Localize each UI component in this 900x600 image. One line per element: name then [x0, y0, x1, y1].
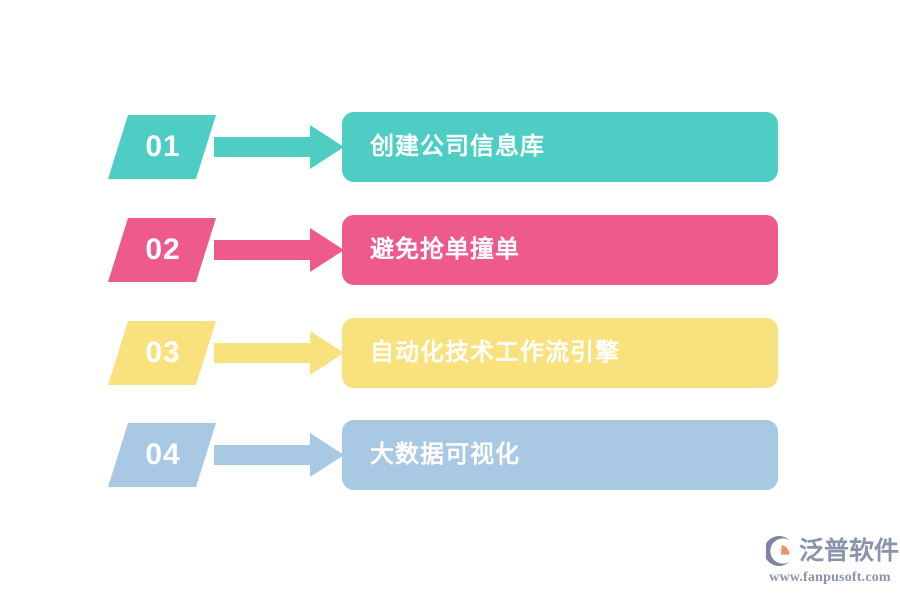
step-number-badge-1[interactable]: 01: [108, 115, 216, 179]
arrow-head-icon: [310, 228, 344, 272]
step-row: 04 大数据可视化: [0, 420, 900, 499]
step-label-box-1[interactable]: 创建公司信息库: [342, 112, 778, 182]
step-label-box-2[interactable]: 避免抢单撞单: [342, 215, 778, 285]
arrow-head-icon: [310, 331, 344, 375]
step-label-text: 避免抢单撞单: [370, 236, 520, 263]
arrow-shaft-icon: [214, 137, 314, 157]
fanpu-logo-icon: [766, 536, 790, 566]
step-arrow-2: [214, 218, 344, 282]
step-row: 02 避免抢单撞单: [0, 215, 900, 294]
step-number-badge-4[interactable]: 04: [108, 423, 216, 487]
arrow-shaft-icon: [214, 343, 314, 363]
arrow-head-icon: [310, 433, 344, 477]
step-label-box-3[interactable]: 自动化技术工作流引擎: [342, 318, 778, 388]
step-number-label: 04: [145, 438, 181, 471]
step-label-text: 自动化技术工作流引擎: [370, 339, 620, 366]
step-arrow-1: [214, 115, 344, 179]
arrow-shaft-icon: [214, 240, 314, 260]
step-number-label: 01: [145, 130, 181, 163]
step-number-badge-3[interactable]: 03: [108, 321, 216, 385]
arrow-shaft-icon: [214, 445, 314, 465]
watermark-logo: 泛普软件 www.fanpusoft.com: [766, 534, 899, 592]
arrow-head-icon: [310, 125, 344, 169]
watermark-top-line: 泛普软件: [766, 534, 899, 568]
step-row: 01 创建公司信息库: [0, 112, 900, 191]
step-label-box-4[interactable]: 大数据可视化: [342, 420, 778, 490]
step-label-text: 创建公司信息库: [370, 133, 545, 160]
step-row: 03 自动化技术工作流引擎: [0, 318, 900, 397]
step-label-text: 大数据可视化: [370, 441, 520, 468]
step-arrow-3: [214, 321, 344, 385]
watermark-brand: 泛普软件: [799, 536, 900, 565]
step-number-badge-2[interactable]: 02: [108, 218, 216, 282]
step-number-label: 03: [145, 336, 181, 369]
watermark-url: www.fanpusoft.com: [769, 570, 891, 585]
step-arrow-4: [214, 423, 344, 487]
step-number-label: 02: [145, 233, 181, 266]
